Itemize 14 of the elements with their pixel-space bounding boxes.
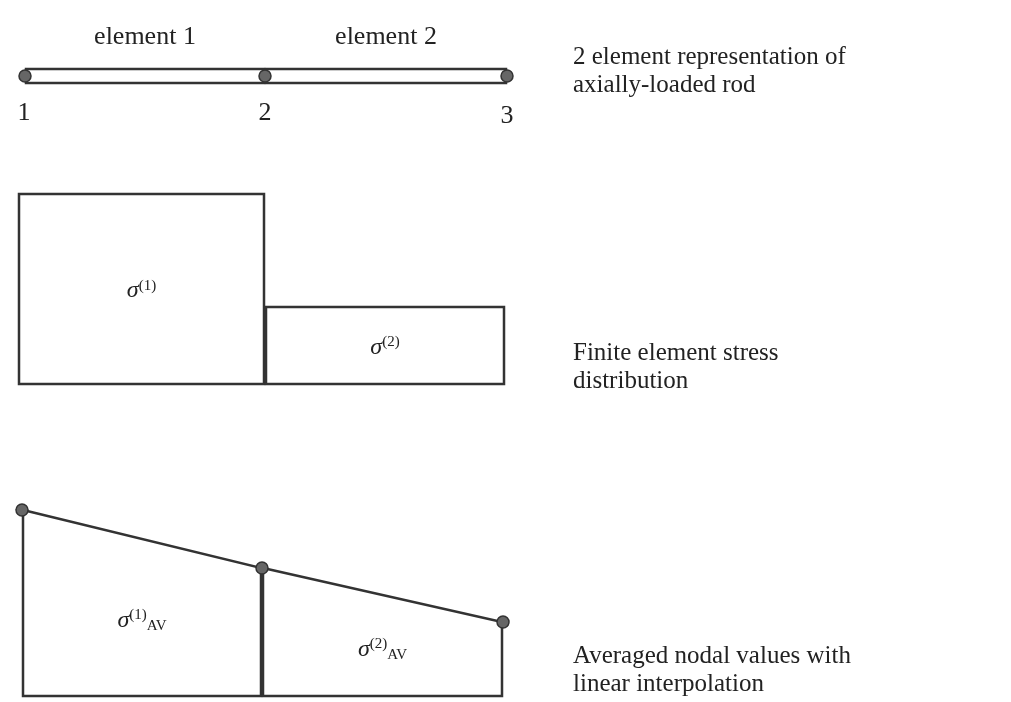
node-number: 2: [257, 96, 273, 128]
stress-block: [18, 193, 265, 385]
stress-symbol: σ$^{(1)}$: [126, 275, 157, 304]
element-label: element 1: [94, 20, 196, 52]
averaged-stress-trapezoid: [22, 510, 262, 697]
node-number: 1: [16, 96, 32, 128]
averaged-stress-trapezoid: [262, 568, 503, 697]
caption-text: Averaged nodal values with linear interpolation: [573, 641, 852, 697]
node-number: 3: [499, 99, 515, 131]
caption-text: Finite element stress distribution: [573, 338, 780, 394]
stress-block: [265, 306, 505, 385]
caption-text: 2 element representation of axially-loaded rod: [573, 42, 847, 98]
element-label: element 2: [335, 20, 437, 52]
stress-symbol: σ$^{(2)}$: [370, 331, 400, 361]
